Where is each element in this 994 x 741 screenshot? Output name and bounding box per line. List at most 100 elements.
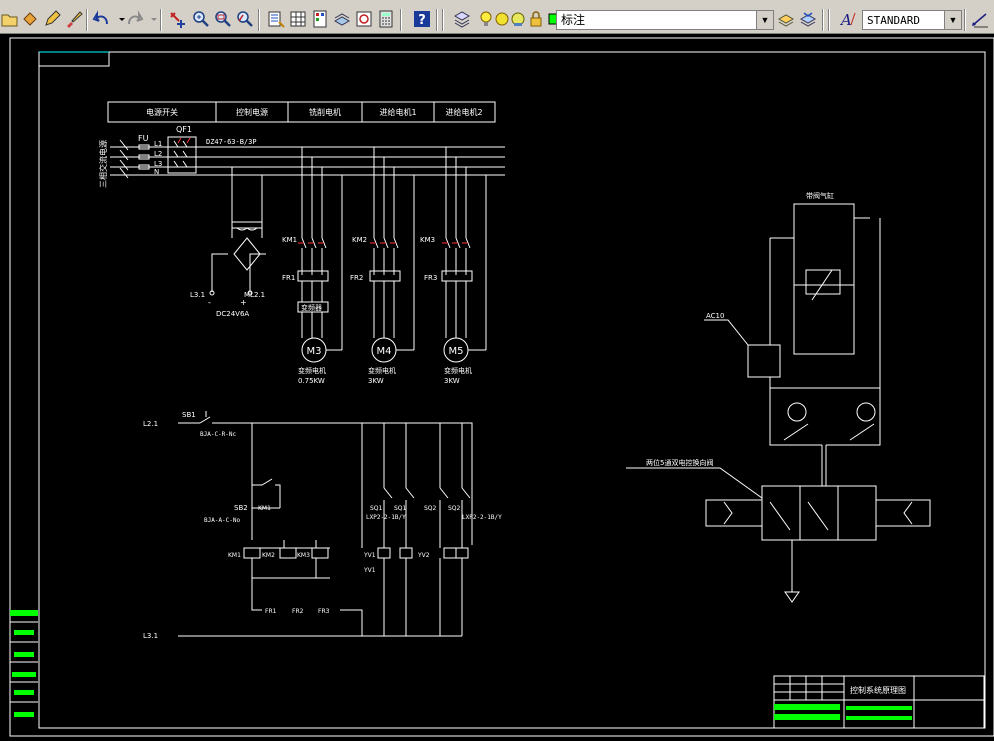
redo-dropdown-icon[interactable] (144, 9, 157, 29)
menu-bar (0, 0, 994, 6)
lock-icon[interactable] (526, 9, 542, 29)
title-block-title: 控制系统原理图 (850, 685, 906, 695)
limit-switch-label: SQ2 (448, 505, 461, 512)
contact-accents (177, 137, 468, 244)
breaker-model: DZ47-63-B/3P (206, 138, 257, 146)
chevron-down-icon[interactable]: ▼ (756, 11, 773, 29)
tool-palette-icon[interactable] (310, 9, 330, 29)
motor-name: M4 (377, 346, 392, 357)
make-current-layer-icon[interactable] (776, 9, 796, 29)
motor-desc: 变频电机 (298, 366, 326, 375)
section-header-2: 控制电源 (236, 107, 268, 117)
brush-icon[interactable] (64, 9, 84, 29)
contactor-label: KM1 (282, 236, 297, 244)
pencil-icon[interactable] (42, 9, 62, 29)
relay-label: FR2 (350, 274, 363, 282)
limit-switch-label: SQ1 (394, 505, 407, 512)
toolbar-separator (828, 9, 830, 31)
terminal-label: ML2.1 (244, 291, 265, 299)
undo-icon[interactable] (92, 9, 112, 29)
dimension-style-icon[interactable] (970, 9, 990, 29)
motor-power: 3KW (368, 377, 384, 385)
regulator-box (747, 344, 781, 378)
calculator-icon[interactable] (376, 9, 396, 29)
motor-branch-3 (441, 147, 487, 363)
regulator-label: AC10 (706, 312, 724, 320)
viewport-freeze-icon[interactable] (508, 9, 525, 29)
valve-coil-label: YV1 (363, 567, 376, 574)
chevron-down-icon[interactable]: ▼ (944, 11, 961, 29)
motor-desc: 变频电机 (368, 366, 396, 375)
switch-label: SB1 (182, 411, 196, 419)
redo-icon[interactable] (124, 9, 144, 29)
layer-combo-value: 标注 (561, 13, 586, 27)
drawing-labels: 电源开关 控制电源 铣削电机 进给电机1 进给电机2 三相交流电源 FU QF1… (98, 107, 906, 695)
toolbar-separator (160, 9, 162, 31)
sheet-set-icon[interactable] (332, 9, 352, 29)
undo-dropdown-icon[interactable] (112, 9, 125, 29)
coil-label: KM2 (262, 552, 275, 559)
pneumatic-diagram (626, 203, 931, 603)
plus-label: + (240, 298, 247, 307)
layer-manager-icon[interactable] (452, 9, 472, 29)
limit-switch-label: SQ2 (424, 505, 437, 512)
zoom-window-icon[interactable] (212, 9, 232, 29)
fuse-label: FU (138, 134, 149, 143)
phase-label: L3 (154, 160, 162, 168)
rectifier-bridge (233, 237, 261, 271)
minus-label: - (208, 298, 211, 307)
text-style-combo[interactable]: STANDARD ▼ (862, 10, 962, 30)
text-style-combo-value: STANDARD (867, 14, 920, 27)
toolbar-separator (400, 9, 402, 31)
open-icon[interactable] (0, 9, 20, 29)
phase-label: L2 (154, 150, 162, 158)
zoom-realtime-icon[interactable] (190, 9, 210, 29)
toolbar-separator (436, 9, 438, 31)
title-block (773, 675, 985, 729)
motor-power: 3KW (444, 377, 460, 385)
relay-contact-label: FR2 (292, 608, 304, 615)
sheet-border (9, 37, 994, 737)
contactor-label: KM3 (420, 236, 435, 244)
section-header-4: 进给电机1 (379, 107, 416, 117)
text-style-icon[interactable]: A (838, 9, 858, 29)
phase-label: N (154, 168, 159, 176)
drawing-frame (38, 51, 986, 729)
motor-desc: 变频电机 (444, 366, 472, 375)
freeze-icon[interactable] (492, 9, 509, 29)
drawing-canvas[interactable]: 电源开关 控制电源 铣削电机 进给电机1 进给电机2 三相交流电源 FU QF1… (0, 35, 994, 741)
svg-text:?: ? (418, 13, 426, 28)
section-header-table (107, 101, 496, 123)
relay-label: FR3 (424, 274, 437, 282)
cylinder-body (793, 203, 855, 355)
contactor-label: KM2 (352, 236, 367, 244)
section-header-5: 进给电机2 (445, 107, 482, 117)
relay-contact-label: FR1 (265, 608, 277, 615)
breaker-label: QF1 (176, 125, 192, 134)
markup-icon[interactable] (354, 9, 374, 29)
toolbar-separator (442, 9, 444, 31)
properties-icon[interactable] (266, 9, 286, 29)
save-icon[interactable] (20, 9, 40, 29)
frame-tag-box (39, 52, 110, 67)
valve-label: 两位5通双电控换向阀 (646, 458, 713, 467)
terminal-label: L3.1 (190, 291, 205, 299)
relay-contact-label: FR3 (318, 608, 330, 615)
motor-power: 0.75KW (298, 377, 325, 385)
help-icon[interactable]: ? (412, 9, 432, 29)
valve-coil-label: YV1 (363, 552, 376, 559)
coil-label: KM1 (228, 552, 241, 559)
zoom-previous-icon[interactable] (234, 9, 254, 29)
design-center-icon[interactable] (288, 9, 308, 29)
layer-previous-icon[interactable] (798, 9, 818, 29)
motor-branch-1 (297, 147, 343, 363)
layer-combo[interactable]: 标注 ▼ (556, 10, 774, 30)
toolbar-separator (822, 9, 824, 31)
switch-model: BJA-A-C-No (204, 517, 241, 524)
toolbar-separator (258, 9, 260, 31)
pan-icon[interactable] (168, 9, 188, 29)
toolbar-separator (964, 9, 966, 31)
terminal-label: L2.1 (143, 420, 158, 428)
lightbulb-icon[interactable] (476, 9, 492, 29)
layer-color-swatch[interactable] (544, 9, 560, 29)
